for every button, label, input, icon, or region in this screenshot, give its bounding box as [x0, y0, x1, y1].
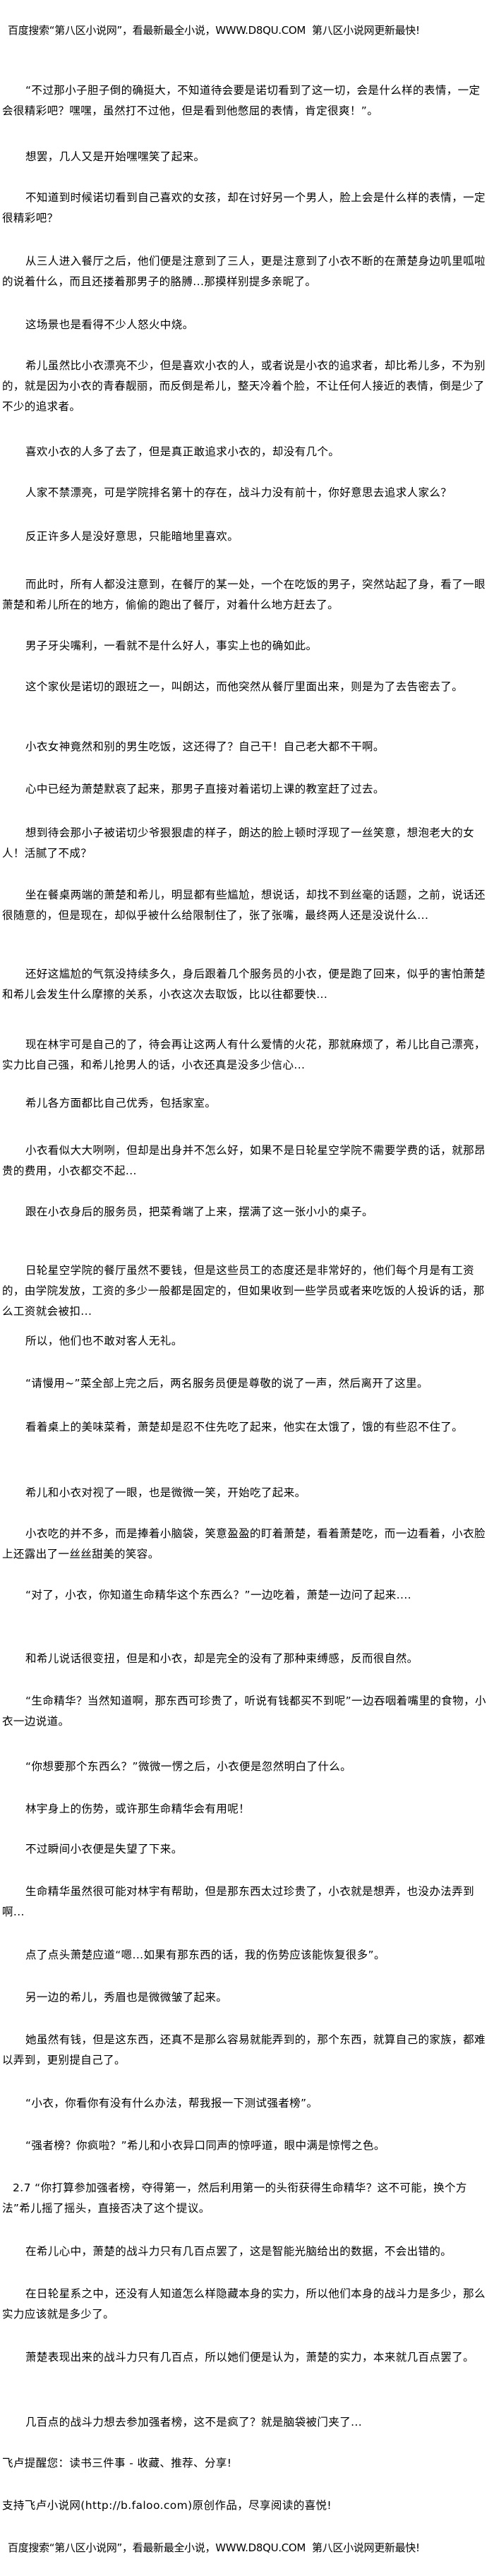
paragraph: 想到待会那小子被诺切少爷狠狠虐的样子，朗达的脸上顿时浮现了一丝笑意，想泡老大的女…: [2, 826, 475, 860]
paragraph: 日轮星空学院的餐厅虽然不要钱，但是这些员工的态度还是非常好的，他们每个月是有工资…: [2, 1264, 485, 1318]
paragraph: 生命精华虽然很可能对林宇有帮助，但是那东西太过珍贵了，小衣就是想弄，也没办法弄到…: [2, 1885, 475, 1918]
paragraph: 小衣吃的并不多，而是捧着小脑袋，笑意盈盈的盯着萧楚，看着萧楚吃，而一边看着，小衣…: [2, 1527, 486, 1560]
paragraph: 而此时，所有人都没注意到，在餐厅的某一处，一个在吃饭的男子，突然站起了身，看了一…: [2, 578, 486, 611]
paragraph: 男子牙尖嘴利，一看就不是什么好人，事实上也的确如此。: [25, 639, 318, 652]
paragraph: 和希儿说话很变扭，但是和小衣，却是完全的没有了那种束缚感，反而很自然。: [25, 1652, 418, 1665]
header-ad-banner: 百度搜索“第八区小说网”，看最新最全小说，WWW.D8QU.COM 第八区小说网…: [8, 24, 420, 37]
paragraph: 2.7 “你打算参加强者榜，夺得第一，然后利用第一的头衔获得生命精华？这不可能，…: [2, 2181, 467, 2215]
paragraph: “对了，小衣，你知道生命精华这个东西么？”一边吃着，萧楚一边问了起来....: [25, 1589, 411, 1601]
paragraph: 在希儿心中，萧楚的战斗力只有几百点罢了，这是智能光脑给出的数据，不会出错的。: [25, 2245, 452, 2258]
paragraph: 从三人进入餐厅之后，他们便是注意到了三人，更是注意到了小衣不断的在萧楚身边叽里呱…: [2, 255, 486, 288]
paragraph: 希儿和小衣对视了一眼，也是微微一笑，开始吃了起来。: [25, 1486, 306, 1499]
paragraph: 在日轮星系之中，还没有人知道怎么样隐藏本身的实力，所以他们本身的战斗力是多少，那…: [2, 2287, 486, 2321]
paragraph: 几百点的战斗力想去参加强者榜，这不是疯了？就是脑袋被门夹了...: [25, 2416, 363, 2428]
footer-ad-banner: 百度搜索“第八区小说网”，看最新最全小说，WWW.D8QU.COM 第八区小说网…: [8, 2541, 420, 2554]
paragraph: “生命精华？当然知道啊，那东西可珍贵了，听说有钱都买不到呢”一边吞咽着嘴里的食物…: [2, 1695, 486, 1728]
paragraph: “小衣，你看你有没有什么办法，帮我报一下测试强者榜”。: [25, 2097, 318, 2109]
paragraph: 不过瞬间小衣便是失望了下来。: [25, 1843, 183, 1855]
paragraph: 另一边的希儿，秀眉也是微微皱了起来。: [25, 1991, 228, 2004]
paragraph: 小衣看似大大咧咧，但却是出身并不怎么好，如果不是日轮星空学院不需要学费的话，就那…: [2, 1144, 486, 1177]
paragraph: “你想要那个东西么？”微微一愣之后，小衣便是忽然明白了什么。: [25, 1760, 352, 1773]
paragraph: 林宇身上的伤势，或许那生命精华会有用呢！: [25, 1802, 251, 1815]
paragraph: 看着桌上的美味菜肴，萧楚却是忍不住先吃了起来，他实在太饿了，饿的有些忍不住了。: [25, 1421, 464, 1433]
paragraph: 萧楚表现出来的战斗力只有几百点，所以她们便是认为，萧楚的实力，本来就几百点罢了。: [25, 2351, 475, 2364]
paragraph: 她虽然有钱，但是这东西，还真不是那么容易就能弄到的，那个东西，就算自己的家族，都…: [2, 2033, 486, 2066]
paragraph: 所以，他们也不敢对客人无礼。: [25, 1335, 183, 1347]
paragraph: “请慢用~”菜全部上完之后，两名服务员便是尊敬的说了一声，然后离开了这里。: [25, 1377, 428, 1390]
reading-reminder-note: 飞卢提醒您：读书三件事 - 收藏、推荐、分享!: [2, 2457, 232, 2469]
paragraph: 跟在小衣身后的服务员，把菜肴端了上来，摆满了这一张小小的桌子。: [25, 1205, 373, 1218]
paragraph: “不过那小子胆子倒的确挺大，不知道待会要是诺切看到了这一切，会是什么样的表情，一…: [2, 84, 481, 117]
paragraph: 心中已经为萧楚默哀了起来，那男子直接对着诺切上课的教室赶了过去。: [25, 783, 385, 795]
paragraph: 这个家伙是诺切的跟班之一，叫朗达，而他突然从餐厅里面出来，则是为了去告密去了。: [25, 680, 464, 693]
paragraph: 反正许多人是没好意思，只能暗地里喜欢。: [25, 530, 239, 543]
paragraph: 不知道到时候诺切看到自己喜欢的女孩，却在讨好另一个男人，脸上会是什么样的表情，一…: [2, 191, 486, 224]
paragraph: 还好这尴尬的气氛没持续多久，身后跟着几个服务员的小衣，便是跑了回来，似乎的害怕萧…: [2, 968, 486, 1001]
paragraph: 想罢，几人又是开始嘿嘿笑了起来。: [25, 150, 205, 163]
paragraph: 希儿各方面都比自己优秀，包括家室。: [25, 1097, 217, 1109]
paragraph: 希儿虽然比小衣漂亮不少，但是喜欢小衣的人，或者说是小衣的追求者，却比希儿多，不为…: [2, 359, 486, 413]
paragraph: 这场景也是看得不少人怒火中烧。: [25, 318, 194, 331]
faloo-support-link[interactable]: 支持飞卢小说网(http://b.faloo.com)原创作品，尽享阅读的喜悦!: [2, 2499, 332, 2512]
paragraph: 点了点头萧楚应道“嗯...如果有那东西的话，我的伤势应该能恢复很多”。: [25, 1949, 385, 1961]
paragraph: 小衣女神竟然和别的男生吃饭，这还得了？自己干！自己老大都不干啊。: [25, 740, 385, 753]
paragraph: “强者榜？你疯啦？”希儿和小衣异口同声的惊呼道，眼中满是惊愕之色。: [25, 2139, 385, 2152]
paragraph: 人家不禁漂亮，可是学院排名第十的存在，战斗力没有前十，你好意思去追求人家么？: [25, 486, 452, 499]
paragraph: 现在林宇可是自己的了，待会再让这两人有什么爱情的火花，那就麻烦了，希儿比自己漂亮…: [2, 1038, 486, 1071]
paragraph: 喜欢小衣的人多了去了，但是真正敢追求小衣的，却没有几个。: [25, 445, 340, 458]
paragraph: 坐在餐桌两端的萧楚和希儿，明显都有些尴尬，想说话，却找不到丝毫的话题，之前，说话…: [2, 889, 486, 922]
